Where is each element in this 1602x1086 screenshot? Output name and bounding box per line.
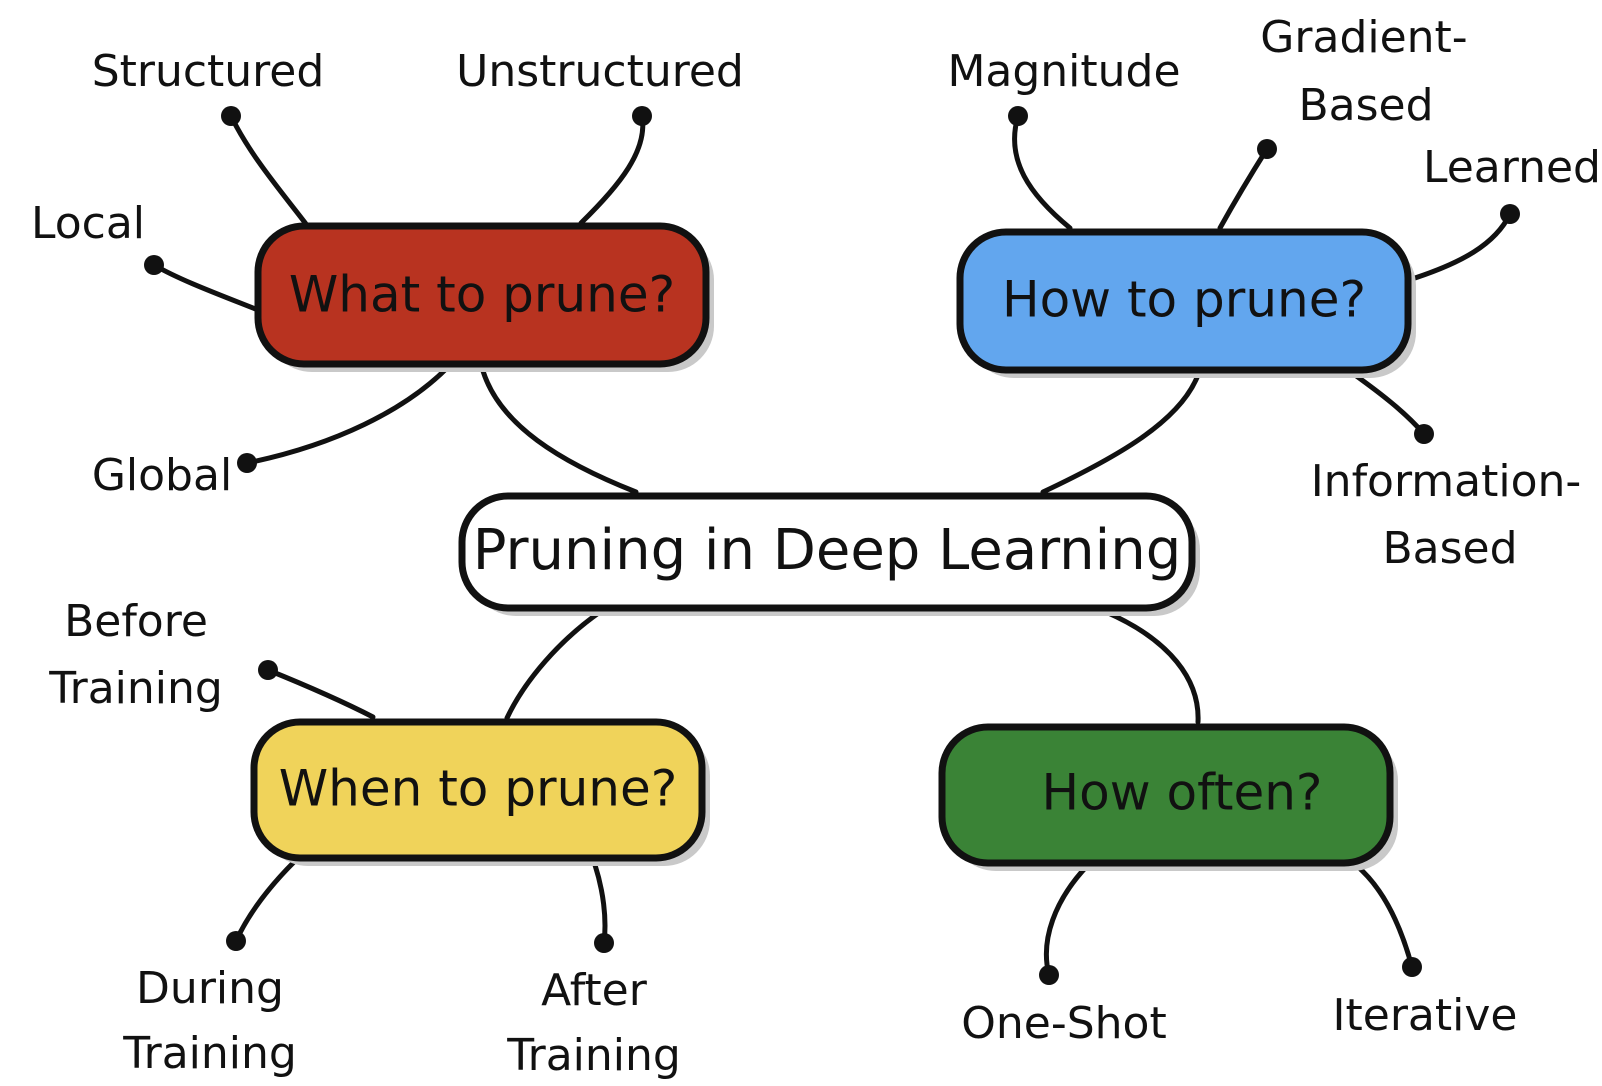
leaf-label-unstructured: Unstructured: [456, 46, 744, 97]
leaf-dot-global: [237, 453, 257, 473]
leaf-label-information-line2: Based: [1382, 523, 1517, 574]
leaf-dot-iterative: [1402, 957, 1422, 977]
leaf-label-iterative: Iterative: [1333, 990, 1518, 1041]
branch-label-when: When to prune?: [279, 760, 678, 818]
leaf-dot-unstructured: [632, 106, 652, 126]
branch-what-to-prune: What to prune?: [254, 222, 714, 372]
leaf-dot-local: [144, 255, 164, 275]
leaf-label-local: Local: [31, 198, 145, 249]
connector-magnitude: [1012, 113, 1073, 231]
connector-center-how: [1040, 372, 1201, 495]
leaf-label-during-line1: During: [136, 963, 284, 1014]
leaf-dot-learned: [1500, 204, 1520, 224]
branch-label-often: How often?: [1042, 764, 1323, 822]
leaf-dot-information: [1414, 424, 1434, 444]
leaf-label-information-line1: Information-: [1311, 456, 1582, 507]
connector-after: [592, 862, 608, 946]
leaf-dot-during: [226, 931, 246, 951]
branch-box-often: [938, 723, 1394, 867]
connector-learned: [1412, 211, 1513, 281]
leaf-label-magnitude: Magnitude: [947, 46, 1180, 97]
leaf-label-during-line2: Training: [122, 1028, 297, 1079]
center-label: Pruning in Deep Learning: [473, 518, 1182, 583]
leaf-label-structured: Structured: [92, 46, 325, 97]
leaf-label-learned: Learned: [1423, 142, 1601, 193]
connector-unstructured: [578, 113, 646, 226]
center-box: [458, 492, 1196, 612]
connector-information: [1352, 372, 1427, 437]
connector-center-when: [504, 609, 603, 721]
leaf-label-gradient-line1: Gradient-: [1260, 12, 1467, 63]
leaf-label-after-line1: After: [541, 965, 648, 1016]
branch-label-what: What to prune?: [289, 266, 675, 324]
connector-local: [151, 262, 261, 313]
branch-box-how: [956, 228, 1412, 374]
connector-structured: [228, 113, 309, 227]
branch-how-often: How often?: [938, 723, 1398, 871]
connector-center-what: [480, 368, 639, 495]
center-node: Pruning in Deep Learning: [458, 492, 1200, 616]
leaf-dot-magnitude: [1008, 106, 1028, 126]
connector-iterative: [1354, 863, 1415, 970]
connector-center-often: [1103, 609, 1201, 725]
leaf-label-after-line2: Training: [506, 1030, 681, 1081]
leaf-label-global: Global: [92, 450, 232, 501]
leaf-dot-gradient: [1257, 139, 1277, 159]
leaf-label-before-line2: Training: [48, 663, 223, 714]
connector-global: [244, 365, 450, 466]
branch-box-when: [250, 718, 706, 862]
leaf-dot-before: [258, 660, 278, 680]
connector-during: [233, 859, 297, 944]
leaf-label-oneshot: One-Shot: [961, 998, 1166, 1049]
branch-label-how: How to prune?: [1002, 271, 1366, 329]
leaf-label-before-line1: Before: [64, 596, 208, 647]
leaf-dot-structured: [221, 106, 241, 126]
leaf-dot-after: [594, 933, 614, 953]
leaf-label-gradient-line2: Based: [1298, 80, 1433, 131]
connector-gradient: [1217, 146, 1270, 231]
branch-box-what: [254, 222, 710, 368]
branch-how-to-prune: How to prune?: [956, 228, 1416, 378]
connector-before: [265, 667, 376, 720]
leaf-dot-oneshot: [1039, 965, 1059, 985]
branch-when-to-prune: When to prune?: [250, 718, 710, 866]
connector-oneshot: [1043, 863, 1090, 978]
